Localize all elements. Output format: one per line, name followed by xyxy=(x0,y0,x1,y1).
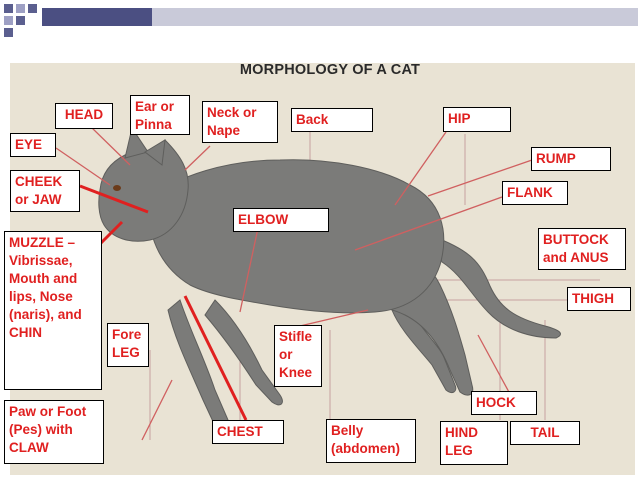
header-bar-dark xyxy=(42,8,152,26)
chest-pointer xyxy=(183,295,248,421)
label-stifle: Stifle or Knee xyxy=(274,325,322,387)
header-square xyxy=(16,4,25,13)
thin-pointers xyxy=(55,125,533,441)
cat-eye xyxy=(113,185,121,191)
label-eye: EYE xyxy=(10,133,56,157)
eye-pointer xyxy=(55,147,111,186)
cat-silhouette xyxy=(98,126,561,432)
elbow-pointer xyxy=(239,227,259,313)
label-cheek: CHEEK or JAW xyxy=(10,170,80,212)
label-buttock: BUTTOCK and ANUS xyxy=(538,228,626,270)
hock-pointer xyxy=(477,334,511,395)
hip-pointer xyxy=(394,131,447,206)
stifle-pointer xyxy=(299,309,369,327)
label-belly: Belly (abdomen) xyxy=(326,419,416,463)
label-flank: FLANK xyxy=(502,181,568,205)
header-decoration xyxy=(4,4,638,37)
diagram-title: MORPHOLOGY OF A CAT xyxy=(239,62,421,78)
cat-ear xyxy=(144,139,166,166)
label-back: Back xyxy=(291,108,373,132)
neck-pointer xyxy=(184,145,211,171)
header-square xyxy=(4,16,13,25)
header-square xyxy=(16,16,25,25)
label-elbow: ELBOW xyxy=(233,208,329,232)
label-hock: HOCK xyxy=(471,391,537,415)
paw-pointer xyxy=(141,379,173,441)
cat-ear xyxy=(124,126,149,159)
label-hindleg: HIND LEG xyxy=(440,421,508,465)
header-bar-light xyxy=(152,8,638,26)
label-thigh: THIGH xyxy=(567,287,631,311)
cat-tail xyxy=(431,235,561,339)
cat-fore-leg-far xyxy=(204,299,283,406)
label-paw: Paw or Foot (Pes) with CLAW xyxy=(4,400,104,464)
header-square xyxy=(4,4,13,13)
label-head: HEAD xyxy=(55,103,113,129)
label-hip: HIP xyxy=(443,107,511,132)
cat-head xyxy=(98,139,189,242)
label-chest: CHEST xyxy=(212,420,284,444)
label-ear: Ear or Pinna xyxy=(130,95,190,135)
rump-pointer xyxy=(427,159,533,197)
cheek-pointer xyxy=(79,184,149,214)
cat-hind-leg-far xyxy=(391,299,457,393)
label-muzzle: MUZZLE – Vibrissae, Mouth and lips, Nose… xyxy=(4,231,102,390)
cat-body xyxy=(148,159,445,314)
header-square xyxy=(4,28,13,37)
head-pointer xyxy=(89,125,131,166)
label-rump: RUMP xyxy=(531,147,611,171)
label-foreleg: Fore LEG xyxy=(107,323,149,367)
label-neck: Neck or Nape xyxy=(202,101,278,143)
label-tail: TAIL xyxy=(510,421,580,445)
flank-pointer xyxy=(354,196,503,251)
header-square xyxy=(28,4,37,13)
